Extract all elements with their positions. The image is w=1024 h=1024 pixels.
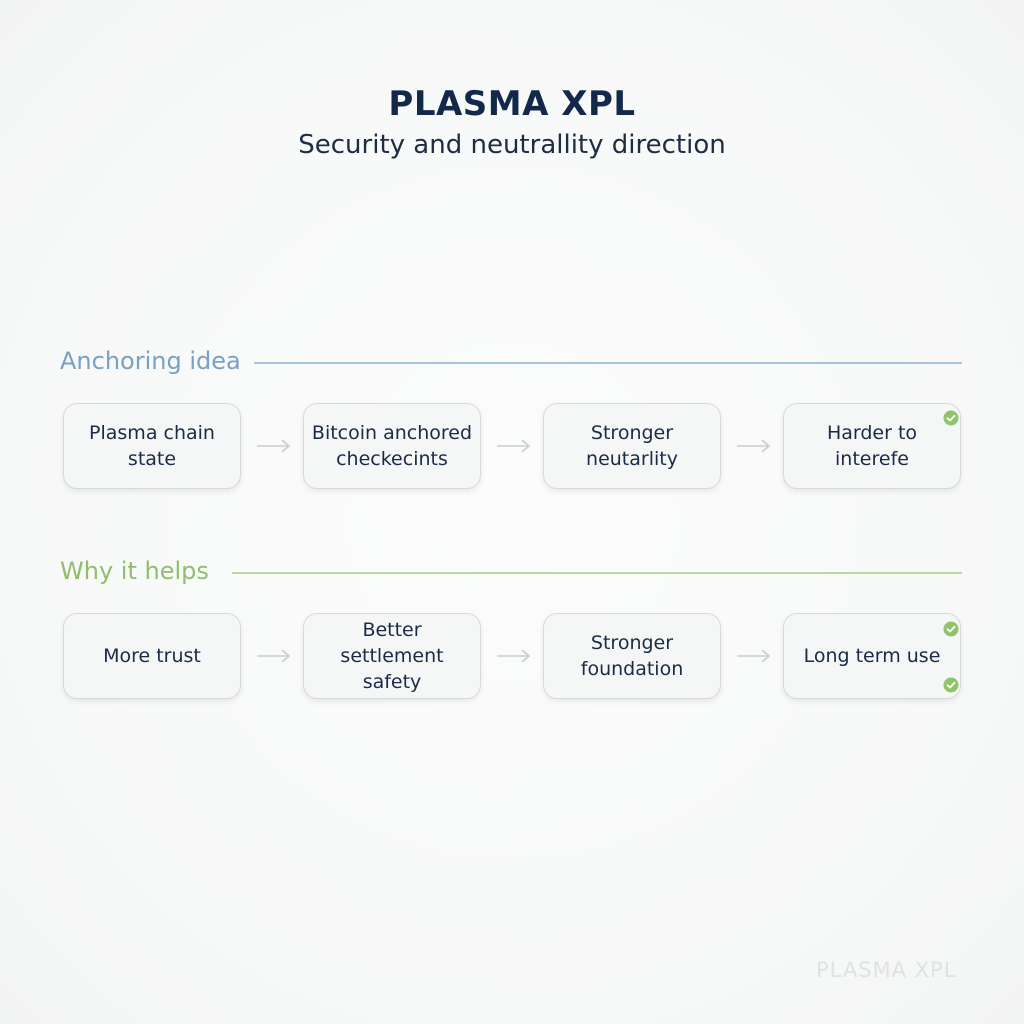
arrow-right-icon — [497, 439, 531, 453]
node-label: Better settlement safety — [340, 619, 444, 693]
section-divider-anchoring — [254, 362, 962, 364]
page-subtitle: Security and neutrallity direction — [298, 130, 726, 160]
arrow-right-icon — [737, 439, 771, 453]
page-title: PLASMA XPL — [388, 84, 636, 124]
node-plasma-chain-state: Plasma chain state — [63, 403, 241, 489]
node-label: Stronger foundation — [580, 632, 684, 680]
node-label: Bitcoin anchored checkecints — [311, 422, 473, 470]
node-stronger-neutarlity: Stronger neutarlity — [543, 403, 721, 489]
node-label: Plasma chain state — [89, 422, 215, 470]
node-label: Harder to interefe — [826, 422, 918, 470]
check-circle-icon — [943, 677, 959, 693]
node-more-trust: More trust — [63, 613, 241, 699]
node-better-settlement-safety: Better settlement safety — [303, 613, 481, 699]
node-bitcoin-anchored: Bitcoin anchored checkecints — [303, 403, 481, 489]
section-divider-why-it-helps — [232, 572, 962, 574]
check-circle-icon — [943, 621, 959, 637]
arrow-right-icon — [737, 649, 771, 663]
node-harder-to-interefe: Harder to interefe — [783, 403, 961, 489]
check-circle-icon — [943, 410, 959, 426]
node-stronger-foundation: Stronger foundation — [543, 613, 721, 699]
watermark: PLASMA XPL — [816, 958, 957, 982]
section-label-why-it-helps: Why it helps — [60, 557, 209, 585]
arrow-right-icon — [257, 649, 291, 663]
node-label: Stronger neutarlity — [586, 422, 678, 470]
node-label: More trust — [103, 645, 201, 667]
section-label-anchoring: Anchoring idea — [60, 347, 241, 375]
node-long-term-use: Long term use — [783, 613, 961, 699]
arrow-right-icon — [257, 439, 291, 453]
node-label: Long term use — [803, 645, 941, 667]
arrow-right-icon — [497, 649, 531, 663]
